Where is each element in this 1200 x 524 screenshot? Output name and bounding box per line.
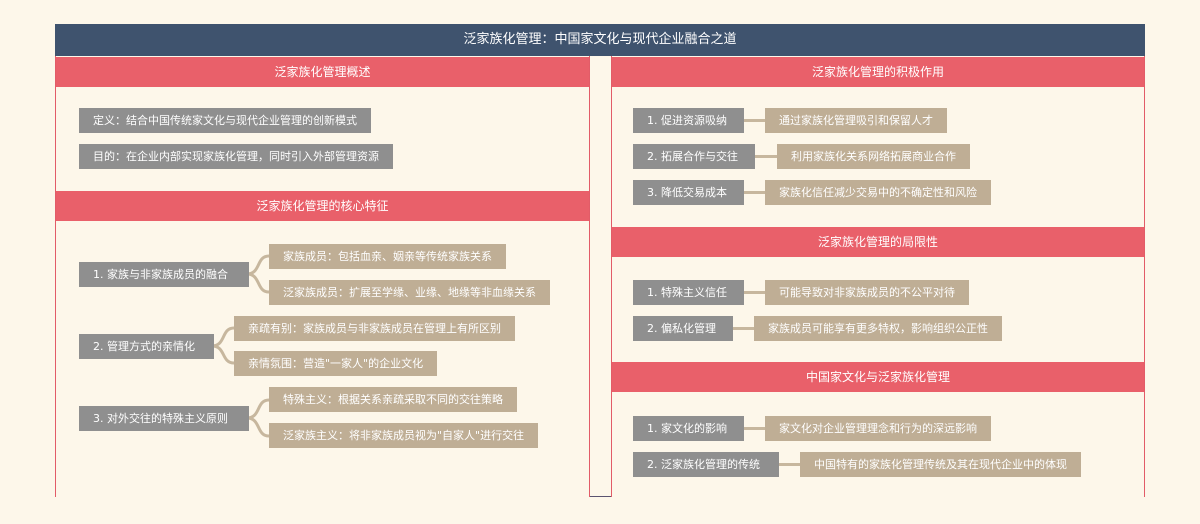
section-header-positive: 泛家族化管理的积极作用 [612, 57, 1144, 87]
limits-row-2-label[interactable]: 2. 偏私化管理 [633, 316, 733, 341]
feature-3-child-2[interactable]: 泛家族主义：将非家族成员视为"自家人"进行交往 [269, 423, 539, 448]
feature-3-child-1[interactable]: 特殊主义：根据关系亲疏采取不同的交往策略 [269, 387, 517, 412]
culture-row-2-label[interactable]: 2. 泛家族化管理的传统 [633, 452, 779, 477]
culture-row-1-label[interactable]: 1. 家文化的影响 [633, 416, 744, 441]
positive-row-2-label[interactable]: 2. 拓展合作与交往 [633, 144, 755, 169]
section-header-limits: 泛家族化管理的局限性 [612, 227, 1144, 257]
culture-row-2-detail[interactable]: 中国特有的家族化管理传统及其在现代企业中的体现 [800, 452, 1081, 477]
positive-row-3-label[interactable]: 3. 降低交易成本 [633, 180, 744, 205]
connector-line [733, 327, 754, 330]
feature-2-child-2[interactable]: 亲情氛围：营造"一家人"的企业文化 [234, 351, 438, 376]
positive-row-2-detail[interactable]: 利用家族化关系网络拓展商业合作 [777, 144, 970, 169]
right-panel: 泛家族化管理的积极作用 1. 促进资源吸纳 通过家族化管理吸引和保留人才 2. … [611, 56, 1145, 497]
positive-row-1-detail[interactable]: 通过家族化管理吸引和保留人才 [765, 108, 947, 133]
limits-row-1-detail[interactable]: 可能导致对非家族成员的不公平对待 [765, 280, 969, 305]
connector-line [744, 291, 765, 294]
left-panel: 泛家族化管理概述 定义：结合中国传统家文化与现代企业管理的创新模式 目的：在企业… [55, 56, 590, 497]
diagram-title: 泛家族化管理：中国家文化与现代企业融合之道 [55, 24, 1145, 56]
connector-curve [211, 254, 270, 438]
feature-group-2[interactable]: 2. 管理方式的亲情化 [79, 334, 214, 359]
connector-line [779, 463, 800, 466]
section-header-features: 泛家族化管理的核心特征 [56, 191, 589, 221]
section-header-overview: 泛家族化管理概述 [56, 57, 589, 87]
positive-row-1-label[interactable]: 1. 促进资源吸纳 [633, 108, 744, 133]
overview-definition[interactable]: 定义：结合中国传统家文化与现代企业管理的创新模式 [79, 108, 371, 133]
culture-row-1-detail[interactable]: 家文化对企业管理理念和行为的深远影响 [765, 416, 991, 441]
section-header-culture: 中国家文化与泛家族化管理 [612, 362, 1144, 392]
feature-group-1[interactable]: 1. 家族与非家族成员的融合 [79, 262, 249, 287]
feature-group-3[interactable]: 3. 对外交往的特殊主义原则 [79, 406, 249, 431]
positive-row-3-detail[interactable]: 家族化信任减少交易中的不确定性和风险 [765, 180, 991, 205]
feature-1-child-2[interactable]: 泛家族成员：扩展至学缘、业缘、地缘等非血缘关系 [269, 280, 550, 305]
connector-line [744, 427, 765, 430]
connector-line [755, 155, 777, 158]
feature-1-child-1[interactable]: 家族成员：包括血亲、姻亲等传统家族关系 [269, 244, 506, 269]
connector-line [744, 191, 765, 194]
limits-row-2-detail[interactable]: 家族成员可能享有更多特权，影响组织公正性 [754, 316, 1002, 341]
limits-row-1-label[interactable]: 1. 特殊主义信任 [633, 280, 744, 305]
feature-2-child-1[interactable]: 亲疏有别：家族成员与非家族成员在管理上有所区别 [234, 316, 515, 341]
overview-purpose[interactable]: 目的：在企业内部实现家族化管理，同时引入外部管理资源 [79, 144, 393, 169]
connector-line [744, 119, 765, 122]
